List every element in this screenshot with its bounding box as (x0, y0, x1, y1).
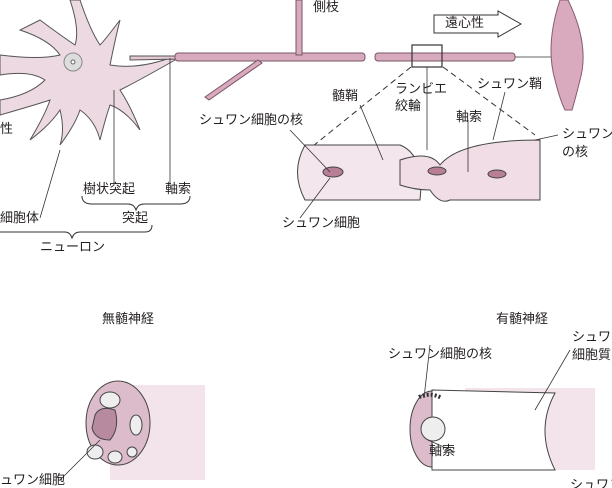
cytoplasm-label-2: 細胞質 (572, 348, 612, 363)
neuron-cell-body (0, 0, 181, 146)
unmyelinated-nerve (85, 380, 205, 480)
brackets (0, 195, 191, 240)
myelin-sheath-label: 髄鞘 (332, 89, 359, 104)
unmyelinated-title: 無髄神経 (102, 312, 155, 327)
schwann-nucleus-right-label-2: の核 (562, 145, 589, 160)
schwann-cell-label: シュワン細胞 (282, 216, 361, 231)
centrifugal-arrow: 遠心性 (433, 10, 523, 44)
schwann-nucleus-label: シュワン細胞の核 (199, 113, 304, 128)
node-detail (297, 139, 541, 202)
ranvier-label-1: ランビエ (395, 82, 448, 97)
myelinated-nerve (409, 388, 595, 471)
unmyelinated-schwann-label: ュワン細胞 (0, 473, 66, 488)
myelinated-axon (174, 0, 555, 101)
neuron-label: ニューロン (40, 240, 106, 255)
muscle (550, 0, 584, 111)
myelinated-axon-label: 軸索 (429, 444, 456, 459)
ranvier-label-2: 絞輪 (395, 99, 422, 114)
axon-detail-label: 軸索 (456, 110, 483, 125)
myelinated-schwann-label: シュワン細 (570, 478, 612, 488)
schwann-nucleus-right-label-1: シュワン (562, 127, 612, 142)
cytoplasm-label-1: シュワン細 (572, 330, 612, 345)
process-label: 突起 (122, 211, 149, 226)
dendrite-label: 樹状突起 (83, 182, 136, 197)
centrifugal-label: 遠心性 (445, 16, 485, 31)
myelinated-title: 有髄神経 (496, 312, 549, 327)
myelinated-schwann-nucleus-label: シュワン細胞の核 (388, 347, 493, 362)
schwann-sheath-label: シュワン鞘 (477, 77, 543, 92)
axon-label: 軸索 (165, 182, 192, 197)
cell-body-label: 細胞体 (0, 211, 40, 226)
centripetal-label: 性 (0, 122, 14, 137)
collateral-label: 側枝 (313, 0, 340, 15)
zoom-lines (312, 66, 536, 147)
leader-lines (39, 58, 571, 481)
